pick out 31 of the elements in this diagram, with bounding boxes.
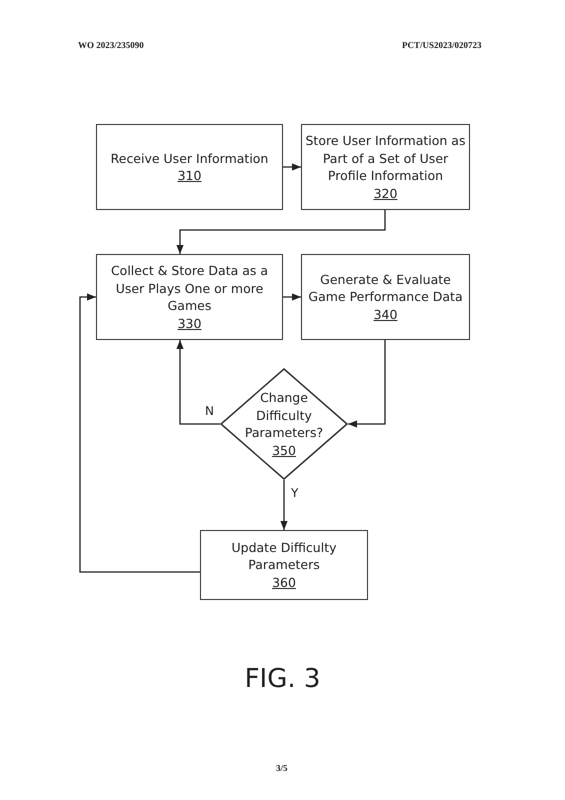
step-text: Receive User Information (110, 150, 268, 167)
process-box (200, 530, 368, 600)
reference-number: 310 (178, 167, 202, 184)
arrow (283, 163, 301, 171)
step-text: Collect & Store Data as a User Plays One or more Games (110, 262, 270, 314)
decision-diamond (220, 368, 348, 480)
page-number: 3/5 (276, 763, 288, 773)
step-text: Store User Information as Part of a Set of User Profile Information (304, 132, 466, 184)
reference-number: 320 (374, 184, 398, 202)
arrow (280, 480, 288, 530)
reference-number: 330 (178, 314, 202, 332)
reference-number: 360 (272, 574, 296, 592)
figure-caption: FIG. 3 (244, 664, 322, 694)
arrow (283, 293, 301, 301)
process-box (301, 124, 470, 210)
process-box (96, 254, 283, 340)
header-text: WO 2023/235090 (78, 40, 144, 50)
process-box (301, 254, 470, 340)
step-text: Update Difficulty Parameters (230, 538, 338, 574)
arrow (79, 293, 200, 573)
step-text: Generate & Evaluate Game Performance Data (307, 270, 464, 306)
step-text: Change Difficulty Parameters? (244, 389, 324, 442)
reference-number: 350 (272, 442, 296, 459)
reference-number: 340 (374, 306, 398, 324)
arrow (348, 340, 386, 428)
process-box (96, 124, 283, 210)
edge-label: Y (290, 486, 300, 500)
edge-label: N (204, 404, 215, 418)
header-text: PCT/US2023/020723 (402, 40, 482, 50)
arrow (176, 210, 386, 254)
arrow (176, 340, 220, 425)
